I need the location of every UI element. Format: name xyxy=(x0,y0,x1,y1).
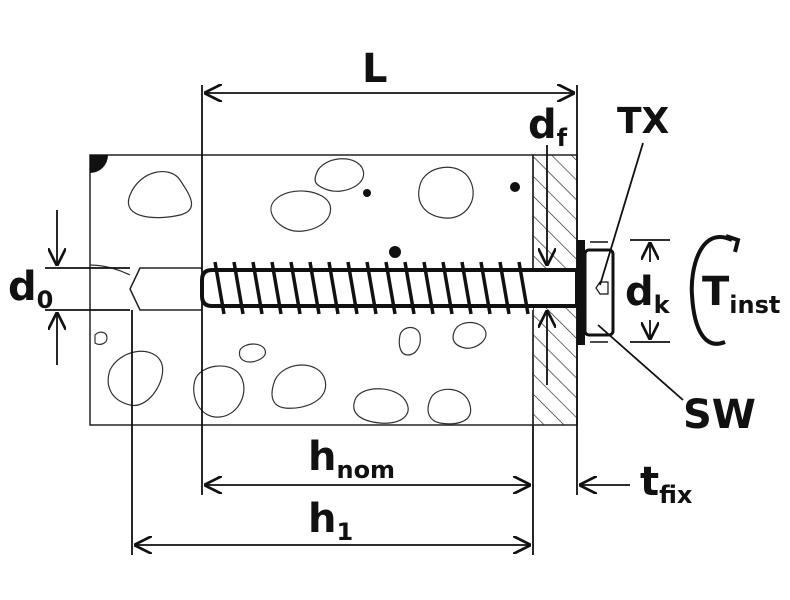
thread-turn xyxy=(384,261,397,315)
thread-turn xyxy=(327,261,340,315)
label-drive-type: TX xyxy=(617,101,670,142)
thread-turn xyxy=(403,261,416,315)
thread-turn xyxy=(346,261,359,315)
thread-turn xyxy=(213,261,226,315)
label-fixture-thickness: tfix xyxy=(640,459,693,509)
label-fixture-hole-diameter: df xyxy=(528,102,568,152)
thread-turn xyxy=(479,261,492,315)
thread-turn xyxy=(422,261,435,315)
thread-turn xyxy=(232,261,245,315)
voids xyxy=(363,182,520,258)
label-nominal-embedment: hnom xyxy=(308,434,395,484)
label-hole-depth: h1 xyxy=(308,496,353,546)
label-length: L xyxy=(362,46,388,92)
label-install-torque: Tinst xyxy=(702,269,780,319)
label-head-diameter: dk xyxy=(625,269,671,319)
thread-turn xyxy=(308,261,321,315)
thread-turn xyxy=(517,261,530,315)
thread-turn xyxy=(251,261,264,315)
label-drill-diameter: d0 xyxy=(8,264,53,314)
thread-turn xyxy=(270,261,283,315)
screw-thread xyxy=(213,261,530,315)
thread-turn xyxy=(441,261,454,315)
thread-turn xyxy=(365,261,378,315)
tx-recess xyxy=(595,281,609,295)
thread-turn xyxy=(460,261,473,315)
thread-turn xyxy=(289,261,302,315)
concrete-screw xyxy=(200,240,615,345)
thread-turn xyxy=(498,261,511,315)
aggregate-stones xyxy=(89,158,487,425)
dimension-lines xyxy=(45,85,741,555)
label-wrench-size: SW xyxy=(683,392,756,438)
washer xyxy=(577,240,585,345)
